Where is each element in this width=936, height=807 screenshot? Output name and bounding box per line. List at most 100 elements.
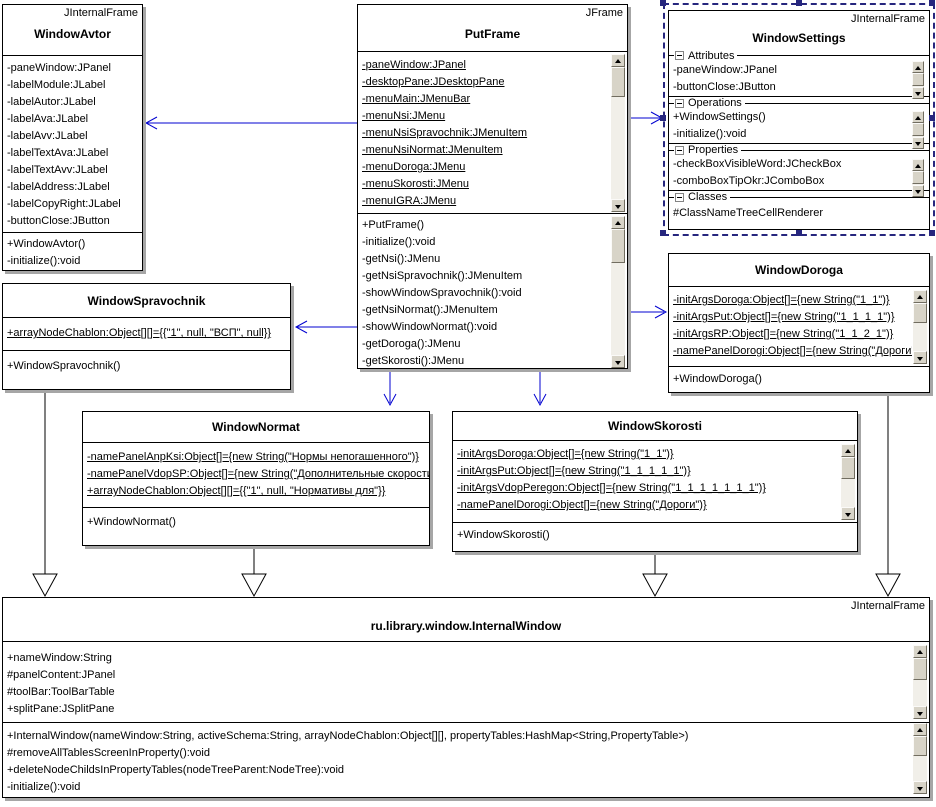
operation-row: -getNsiSpravochnik():JMenuItem [362,270,523,282]
attribute-row: -namePanelDorogi:Object[]={new String("Д… [457,499,707,511]
class-putframe[interactable]: JFrame PutFrame -paneWindow:JPanel -desk… [357,4,628,369]
attribute-row: -menuSkorosti:JMenu [362,178,469,190]
operations-scrollbar[interactable] [913,723,927,794]
attribute-row: -desktopPane:JDesktopPane [362,76,505,88]
attributes-scrollbar[interactable] [913,290,927,364]
class-name: WindowSpravochnik [87,294,206,308]
collapse-icon[interactable] [675,192,684,202]
operation-row: -showWindowNormat():void [362,321,498,333]
collapse-icon[interactable] [675,98,684,108]
generalization-windownormat-internalwindow[interactable] [241,546,267,598]
scroll-down-button[interactable] [913,351,927,364]
scroll-down-button[interactable] [912,185,924,197]
operation-row: -getNsi():JMenu [362,253,441,265]
scroll-down-button[interactable] [912,137,924,149]
scroll-thumb[interactable] [611,67,625,97]
generalization-windowdoroga-internalwindow[interactable] [875,393,901,598]
selection-handle[interactable] [929,0,935,6]
scroll-up-button[interactable] [913,290,927,303]
class-name: ru.library.window.InternalWindow [370,619,562,633]
scroll-down-button[interactable] [611,199,625,212]
class-windowdoroga[interactable]: WindowDoroga -initArgsDoroga:Object[]={n… [668,253,930,393]
class-windowskorosti[interactable]: WindowSkorosti -initArgsDoroga:Object[]=… [452,411,858,552]
scroll-thumb[interactable] [912,123,924,136]
selection-handle[interactable] [796,0,802,6]
scroll-thumb[interactable] [913,736,927,756]
generalization-windowskorosti-internalwindow[interactable] [642,552,668,598]
dependency-putframe-windowsettings[interactable] [628,111,664,125]
attribute-row: -initArgsPut:Object[]={new String("1_1_1… [457,465,691,477]
scroll-up-button[interactable] [912,159,924,171]
scroll-down-button[interactable] [912,87,924,99]
dependency-putframe-windownormat[interactable] [383,369,397,407]
dependency-putframe-windowavtor[interactable] [144,116,357,130]
class-internalwindow[interactable]: JInternalFrame ru.library.window.Interna… [2,597,930,798]
dependency-putframe-windowskorosti[interactable] [533,369,547,407]
attribute-row: -paneWindow:JPanel [673,64,777,76]
class-name: PutFrame [464,27,521,41]
selection-handle[interactable] [929,115,935,121]
attributes-scrollbar[interactable] [912,61,924,99]
operation-row: -initialize():void [362,236,436,248]
scroll-up-button[interactable] [913,645,927,658]
scroll-thumb[interactable] [912,171,924,184]
class-name: WindowDoroga [755,263,843,277]
attribute-row: -menuNsiNormat:JMenuItem [362,144,503,156]
collapse-icon[interactable] [675,51,684,60]
scroll-thumb[interactable] [912,73,924,86]
scroll-down-button[interactable] [611,355,625,368]
selection-handle[interactable] [796,230,802,236]
dependency-putframe-windowdoroga[interactable] [628,305,668,319]
operation-row: +WindowSkorosti() [457,529,550,541]
section-header-properties: Properties [669,143,929,156]
generalization-windowspravochnik-internalwindow[interactable] [32,390,58,598]
operation-row: -getNsiNormat():JMenuItem [362,304,498,316]
scroll-up-button[interactable] [913,723,927,736]
section-header-operations: Operations [669,96,929,109]
scroll-down-button[interactable] [841,507,855,520]
scroll-up-button[interactable] [611,54,625,67]
properties-scrollbar[interactable] [912,159,924,197]
collapse-icon[interactable] [675,145,684,155]
scroll-thumb[interactable] [913,303,927,323]
class-windowspravochnik[interactable]: WindowSpravochnik +arrayNodeChablon:Obje… [2,283,291,390]
operation-row: #removeAllTablesScreenInProperty():void [7,747,210,759]
scroll-up-button[interactable] [912,61,924,73]
scroll-down-button[interactable] [913,706,927,719]
operation-row: -initialize():void [7,255,81,267]
selection-handle[interactable] [660,0,666,6]
selection-handle[interactable] [660,115,666,121]
scroll-thumb[interactable] [611,229,625,263]
operation-row: -showWindowSpravochnik():void [362,287,522,299]
attribute-row: #panelContent:JPanel [7,669,116,681]
operations-scrollbar[interactable] [611,216,625,368]
attribute-row: -namePanelDorogi:Object[]={new String("Д… [673,345,912,357]
section-header-attributes: Attributes [669,49,929,62]
scroll-thumb[interactable] [913,658,927,680]
scroll-up-button[interactable] [912,111,924,123]
attributes-scrollbar[interactable] [611,54,625,212]
operations-scrollbar[interactable] [912,111,924,149]
scroll-up-button[interactable] [841,444,855,457]
class-windowavtor[interactable]: JInternalFrame WindowAvtor -paneWindow:J… [2,4,143,271]
operation-row: -initialize():void [7,781,81,793]
selection-handle[interactable] [660,230,666,236]
attribute-row: +nameWindow:String [7,652,112,664]
section-label: Classes [688,191,728,203]
class-windownormat[interactable]: WindowNormat -namePanelAnpKsi:Object[]={… [82,411,430,546]
scroll-up-button[interactable] [611,216,625,229]
attribute-row: -namePanelAnpKsi:Object[]={new String("Н… [87,451,419,463]
attribute-row: +arrayNodeChablon:Object[][]={{"1", null… [87,485,386,497]
class-windowsettings[interactable]: JInternalFrame WindowSettings Attributes… [668,10,930,230]
attribute-row: -labelTextAva:JLabel [7,147,109,159]
scroll-down-button[interactable] [913,781,927,794]
operation-row: -getSkorosti():JMenu [362,355,465,367]
section-label: Attributes [688,49,735,62]
attributes-scrollbar[interactable] [841,444,855,520]
dependency-putframe-windowspravochnik[interactable] [294,320,357,334]
attributes-scrollbar[interactable] [913,645,927,719]
selection-handle[interactable] [929,230,935,236]
attribute-row: -labelAddress:JLabel [7,181,110,193]
scroll-thumb[interactable] [841,457,855,479]
